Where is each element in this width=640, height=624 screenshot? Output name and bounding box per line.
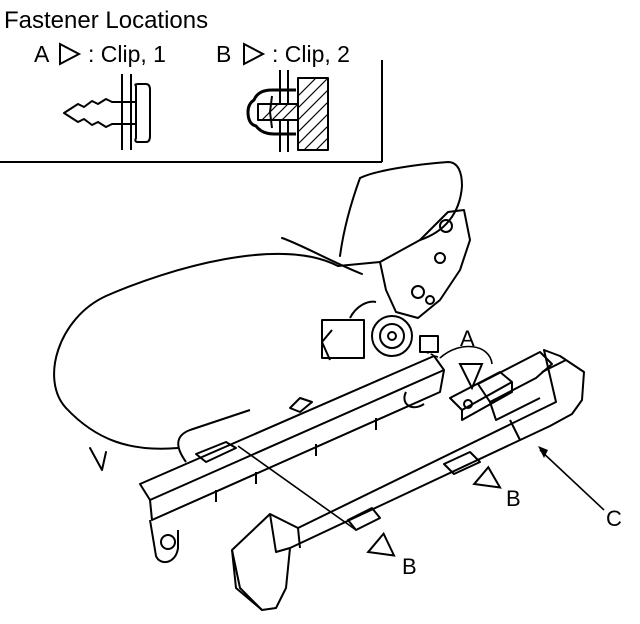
seat-cushion	[53, 161, 463, 471]
legend-b-letter: B	[216, 41, 231, 67]
seat-track	[139, 335, 445, 564]
triangle-marker-icon	[243, 42, 266, 66]
legend-box	[0, 60, 383, 163]
legend-a-letter: A	[34, 41, 50, 67]
recliner-mechanism	[321, 209, 471, 361]
legend-b-text: : Clip, 2	[272, 41, 350, 67]
callout-c-label: C	[606, 506, 622, 531]
triangle-marker-icon	[366, 531, 396, 557]
legend-a-text: : Clip, 1	[88, 41, 166, 67]
clip-a-callout: A	[425, 326, 493, 391]
clip-b-lower-callout: B	[237, 445, 417, 579]
diagram-title: Fastener Locations	[4, 7, 208, 34]
legend-item-a: A : Clip, 1	[34, 41, 166, 67]
clip-b-upper-callout: B	[472, 465, 521, 511]
clip-2-illustration	[246, 70, 329, 152]
side-cover	[231, 349, 585, 611]
clip-1-illustration	[63, 74, 151, 150]
triangle-marker-icon	[472, 465, 502, 489]
callout-b-upper-label: B	[506, 486, 521, 511]
part-c-callout: C	[538, 446, 622, 531]
triangle-marker-icon	[458, 363, 484, 391]
legend-item-b: B : Clip, 2	[216, 41, 350, 67]
callout-a-label: A	[460, 326, 475, 351]
arrow-head-icon	[538, 446, 548, 458]
callout-b-lower-label: B	[402, 554, 417, 579]
triangle-marker-icon	[59, 42, 82, 66]
